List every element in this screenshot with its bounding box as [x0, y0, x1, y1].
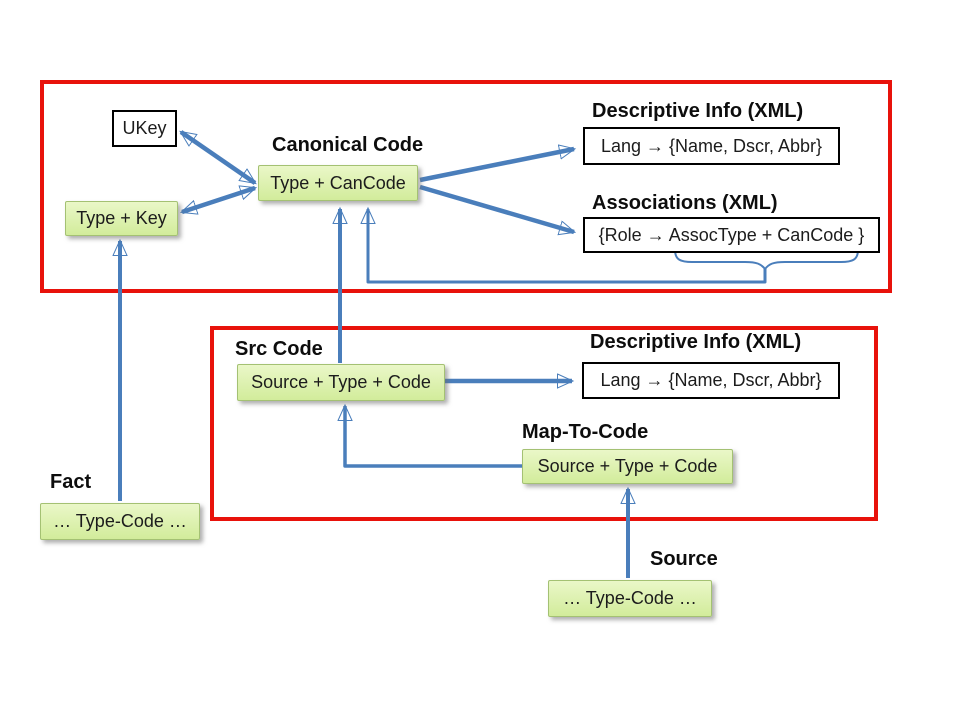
- associations-title: Associations (XML): [592, 192, 778, 214]
- source-box: … Type-Code …: [548, 580, 712, 617]
- src-code-title: Src Code: [235, 338, 323, 360]
- map-to-code-title: Map-To-Code: [522, 421, 649, 443]
- canonical-code-frame: [40, 80, 892, 293]
- associations-box: {Role → AssocType + CanCode }: [583, 217, 880, 253]
- descriptive-info-box-canonical: Lang → {Name, Dscr, Abbr}: [583, 127, 840, 165]
- source-title: Source: [650, 548, 718, 570]
- arrow-maptocode-srccode-elbow: [345, 406, 522, 468]
- ukey-box: UKey: [112, 110, 177, 147]
- descriptive-info-title-canonical: Descriptive Info (XML): [592, 100, 804, 122]
- fact-title: Fact: [50, 471, 92, 493]
- arrow-cancode-ukey: [181, 130, 255, 185]
- arrow-cancode-typekey: [182, 188, 255, 212]
- map-to-code-box: Source + Type + Code: [522, 449, 733, 484]
- arrow-cancode-associations: [419, 184, 574, 232]
- associations-brace: [674, 249, 859, 271]
- source-code-frame: [210, 326, 878, 521]
- canonical-code-box: Type + CanCode: [258, 165, 418, 201]
- type-key-box: Type + Key: [65, 201, 178, 236]
- canonical-code-title: Canonical Code: [272, 134, 424, 156]
- src-code-box: Source + Type + Code: [237, 364, 445, 401]
- arrow-cancode-descriptive: [419, 149, 574, 183]
- fact-box: … Type-Code …: [40, 503, 200, 540]
- descriptive-info-box-source: Lang → {Name, Dscr, Abbr}: [582, 362, 840, 399]
- descriptive-info-title-source: Descriptive Info (XML): [590, 331, 802, 353]
- arrow-associations-cancode-elbow: [368, 209, 767, 284]
